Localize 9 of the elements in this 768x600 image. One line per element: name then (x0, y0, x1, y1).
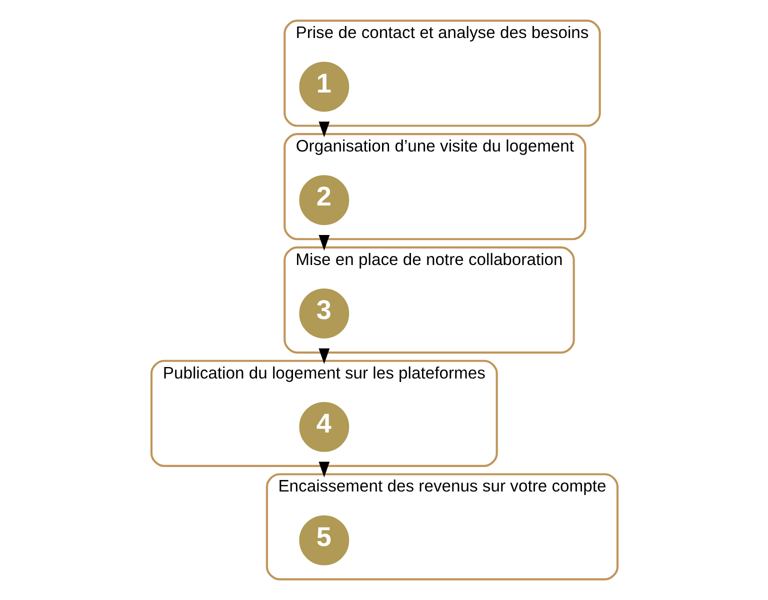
arrow (318, 348, 330, 364)
node-circle: 2 (298, 175, 349, 226)
node-circle: 3 (298, 288, 349, 338)
node-circle: 1 (298, 62, 349, 112)
node-circle: 4 (298, 402, 349, 452)
node-circle: 5 (298, 515, 349, 566)
arrow (318, 462, 330, 478)
arrow (318, 122, 330, 138)
arrow (318, 234, 330, 251)
